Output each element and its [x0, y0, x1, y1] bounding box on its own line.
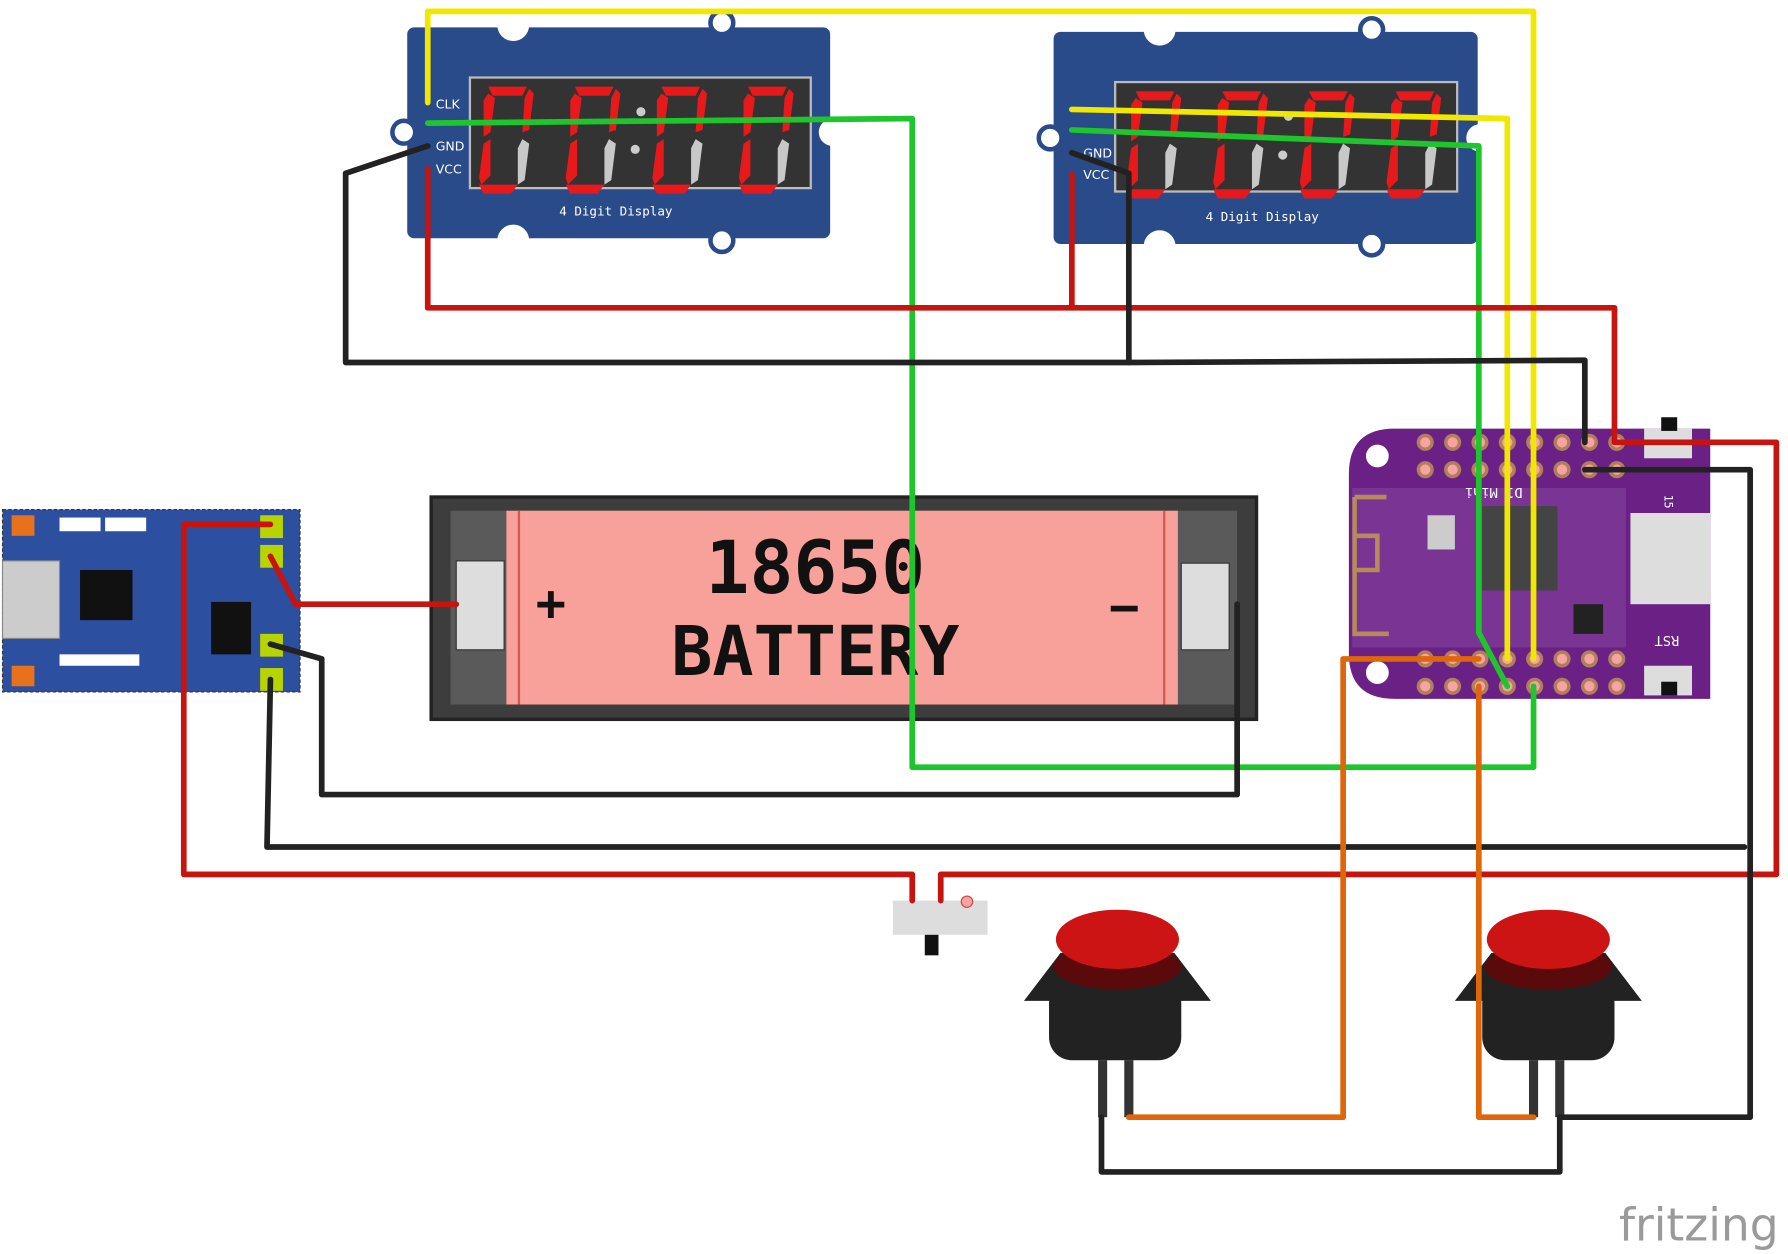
- pin-label-vcc: VCC: [436, 161, 462, 176]
- battery-minus: −: [1109, 578, 1139, 637]
- pin-label-gnd: GND: [436, 138, 465, 153]
- wire-red-charger-out[interactable]: [180, 521, 916, 904]
- slide-switch[interactable]: [892, 895, 988, 956]
- wire-black-button-bridge[interactable]: [1098, 1114, 1563, 1175]
- wire-orange-button-1[interactable]: [1125, 656, 1482, 1121]
- display-label: 4 Digit Display: [1206, 209, 1320, 224]
- battery-label: BATTERY: [671, 613, 959, 692]
- tp4056-charger-module[interactable]: [1, 509, 301, 693]
- display-label: 4 Digit Display: [559, 203, 673, 218]
- push-button-1[interactable]: [1023, 909, 1211, 1118]
- four-digit-display-1[interactable]: CLK GND VCC 4 Digit Display: [390, 9, 847, 257]
- fritzing-logo: fritzing: [1619, 1198, 1779, 1251]
- battery-model: 18650: [706, 526, 926, 611]
- wire-yellow-clk-2[interactable]: [1068, 106, 1511, 662]
- wire-orange-button-2[interactable]: [1475, 683, 1537, 1121]
- wire-black-charger-gnd[interactable]: [264, 676, 1748, 850]
- wire-green-dio-2[interactable]: [1068, 127, 1511, 690]
- pin-label: 15: [1662, 495, 1676, 509]
- wires: [180, 8, 1780, 1175]
- wire-yellow-clk-1[interactable]: [424, 8, 1537, 662]
- wire-black-battery-neg[interactable]: [267, 601, 1240, 798]
- wire-red-vcc[interactable]: [424, 165, 1618, 446]
- board-name: D1 Mini: [1465, 484, 1523, 500]
- push-button-2[interactable]: [1454, 909, 1642, 1118]
- battery-holder-18650[interactable]: 18650 BATTERY + −: [429, 495, 1259, 722]
- battery-plus: +: [536, 573, 566, 632]
- wire-black-gnd-buttons[interactable]: [1556, 466, 1753, 1121]
- pin-label-vcc: VCC: [1083, 167, 1109, 182]
- wire-black-gnd-displays[interactable]: [342, 143, 1588, 446]
- wire-black-gnd-display-2[interactable]: [1068, 149, 1132, 366]
- wire-green-dio-1[interactable]: [424, 115, 1537, 771]
- reset-label: RST: [1655, 632, 1680, 648]
- pin-label-clk: CLK: [436, 96, 461, 111]
- wire-red-battery[interactable]: [267, 553, 460, 608]
- wire-red-5v[interactable]: [937, 439, 1780, 904]
